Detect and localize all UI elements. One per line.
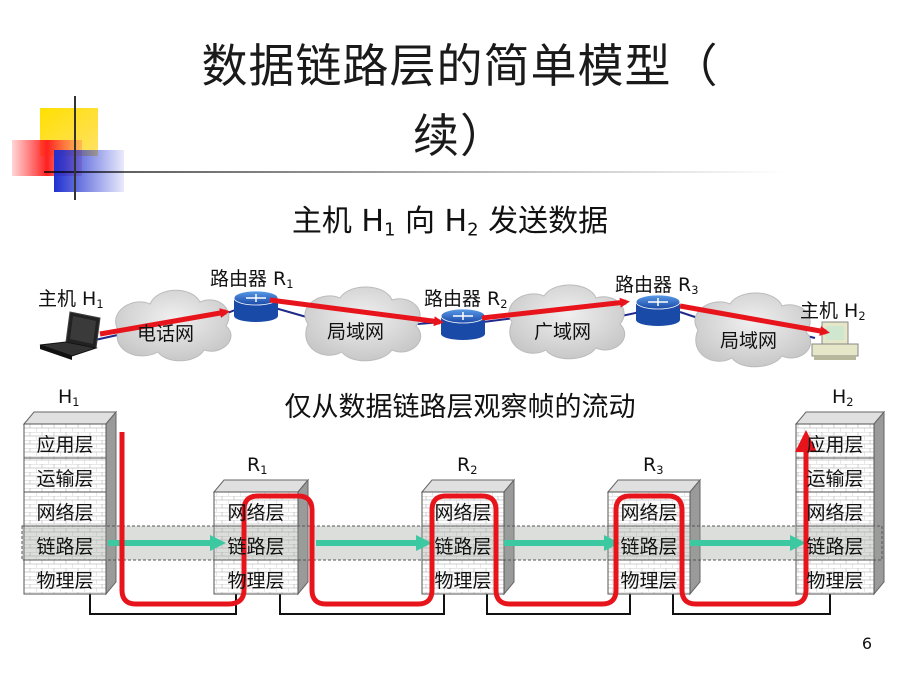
cloud-label-wan: 广域网 (534, 321, 592, 343)
router-r2-icon (440, 308, 486, 340)
r2-layer-network: 网络层 (434, 502, 492, 524)
router1-label-sub: 1 (286, 276, 294, 291)
r3-layer-link: 链路层 (620, 536, 678, 558)
h2-layer-physical: 物理层 (806, 570, 864, 592)
stack-r1 (212, 478, 310, 596)
r3-layer-network: 网络层 (620, 502, 678, 524)
stack-label-r1-text: R (247, 454, 261, 476)
physical-link-2 (279, 594, 445, 615)
subtitle-sub2: 2 (467, 219, 479, 241)
subtitle-middle: 向 H (395, 204, 468, 239)
physical-link-4 (672, 594, 831, 615)
host2-label: 主机 H2 (800, 296, 866, 323)
laptop-icon (39, 311, 101, 360)
host1-label: 主机 H1 (38, 284, 104, 311)
router2-label-text: 路由器 R (424, 288, 501, 310)
stack-label-h1-sub: 1 (72, 394, 80, 409)
host1-label-sub: 1 (96, 296, 104, 311)
stack-label-r1: R1 (247, 454, 267, 477)
r1-layer-link: 链路层 (227, 536, 285, 558)
router3-label-sub: 3 (691, 282, 699, 297)
host2-label-text: 主机 H (800, 300, 859, 322)
stack-label-r2-text: R (457, 454, 471, 476)
stack-h1 (22, 410, 118, 596)
host2-label-sub: 2 (858, 308, 866, 323)
h2-layer-application: 应用层 (806, 434, 864, 456)
stack-label-h2: H2 (832, 386, 854, 409)
subtitle-sub1: 1 (384, 219, 396, 241)
page-title: 数据链路层的简单模型（ (201, 39, 719, 93)
stack-label-r1-sub: 1 (260, 462, 268, 477)
subtitle-suffix: 发送数据 (478, 204, 609, 239)
r2-layer-link: 链路层 (434, 536, 492, 558)
h1-layer-physical: 物理层 (36, 570, 94, 592)
path-arrow-2 (269, 297, 444, 327)
stack-label-r2: R2 (457, 454, 477, 477)
frame-flow-path (119, 430, 817, 607)
router1-label-text: 路由器 R (210, 268, 287, 290)
cloud-label-lan-2: 局域网 (720, 330, 778, 352)
cloud-lan-1 (304, 286, 422, 362)
stack-label-r3-sub: 3 (656, 462, 664, 477)
h1-layer-application: 应用层 (36, 434, 94, 456)
flow-caption: 仅从数据链路层观察帧的流动 (284, 392, 636, 423)
r3-layer-physical: 物理层 (620, 570, 678, 592)
router2-label: 路由器 R2 (424, 284, 508, 311)
stack-label-r3-text: R (643, 454, 657, 476)
subtitle: 主机 H1 向 H2 发送数据 (150, 196, 750, 241)
stack-label-r2-sub: 2 (470, 462, 478, 477)
h2-layer-transport: 运输层 (806, 468, 864, 490)
router-r1-icon (233, 290, 279, 322)
router3-label: 路由器 R3 (615, 270, 699, 297)
path-arrow-1 (99, 308, 230, 337)
stack-label-h2-text: H (832, 386, 847, 408)
path-arrow-4 (679, 303, 830, 336)
router1-label: 路由器 R1 (210, 264, 294, 291)
stack-label-h1: H1 (58, 386, 80, 409)
cloud-label-lan-1: 局域网 (327, 321, 385, 343)
h2-layer-link: 链路层 (806, 536, 864, 558)
h1-layer-link: 链路层 (36, 536, 94, 558)
router3-label-text: 路由器 R (615, 274, 692, 296)
router-r3-icon (635, 294, 681, 326)
physical-link-3 (486, 594, 631, 615)
stack-label-h2-sub: 2 (846, 394, 854, 409)
cloud-label-phone: 电话网 (137, 323, 195, 345)
cloud-phone-network (115, 289, 232, 362)
h1-layer-network: 网络层 (36, 502, 94, 524)
r1-layer-physical: 物理层 (227, 570, 285, 592)
r2-layer-physical: 物理层 (434, 570, 492, 592)
path-arrow-3 (481, 297, 630, 321)
r1-layer-network: 网络层 (227, 502, 285, 524)
subtitle-prefix: 主机 H (291, 204, 384, 239)
h1-layer-transport: 运输层 (36, 468, 94, 490)
page-number: 6 (861, 634, 872, 653)
stack-label-r3: R3 (643, 454, 663, 477)
stack-r2 (420, 478, 516, 596)
stack-h2 (794, 410, 886, 596)
router2-label-sub: 2 (500, 296, 508, 311)
stack-r3 (606, 478, 702, 596)
stack-label-h1-text: H (58, 386, 73, 408)
h2-layer-network: 网络层 (806, 502, 864, 524)
page-title-continued: 续） (413, 109, 507, 163)
host1-label-text: 主机 H (38, 288, 97, 310)
